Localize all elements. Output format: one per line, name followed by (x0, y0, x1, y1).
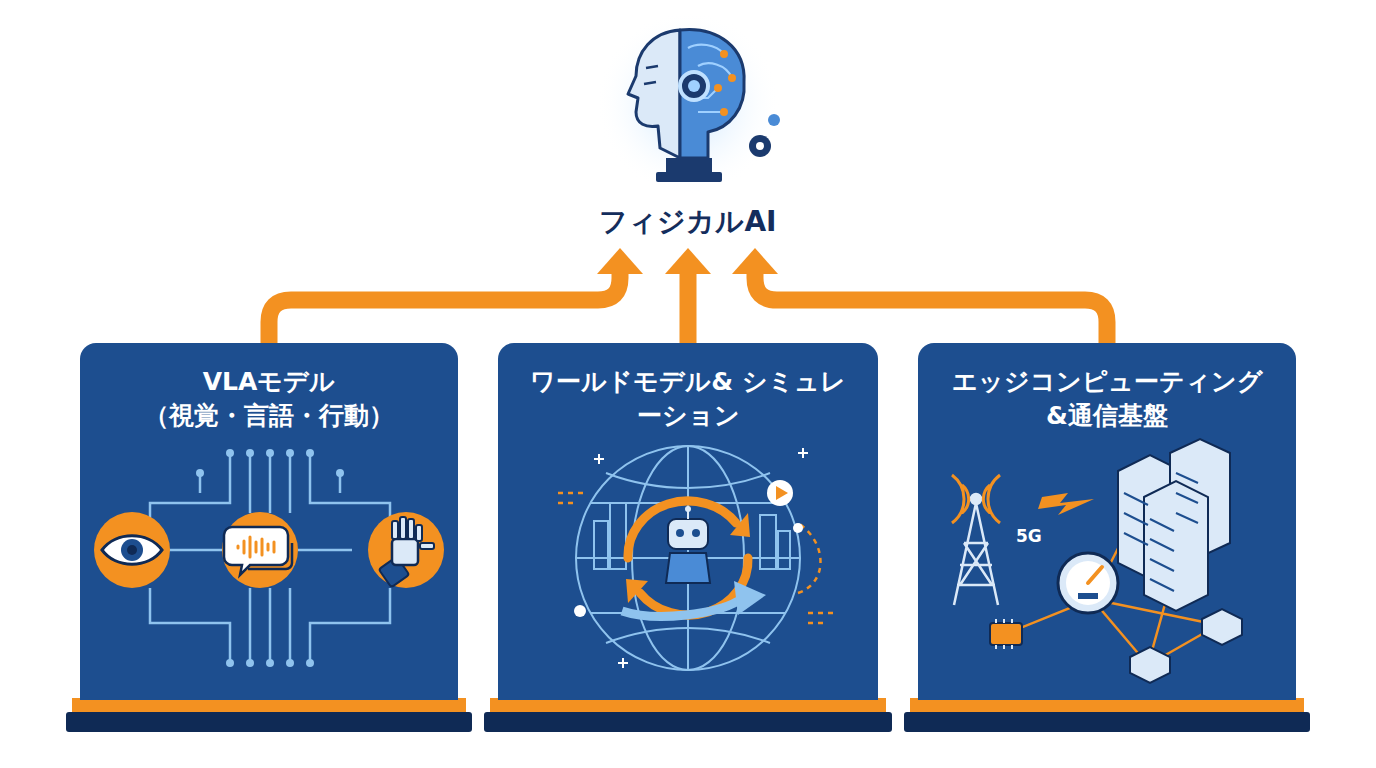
speedometer (1058, 553, 1118, 613)
robot-hand-icon (368, 512, 444, 588)
goal-node: フィジカルAI (548, 8, 828, 248)
pillar-panel: エッジコンピューティング &通信基盤 5G (918, 343, 1296, 700)
eye-icon (94, 512, 170, 588)
vla-illustration (80, 343, 458, 700)
flow-arrow (732, 248, 1107, 343)
chip (990, 619, 1022, 649)
speech-icon (222, 512, 298, 588)
servers (1118, 439, 1230, 611)
network-label: 5G (1016, 526, 1042, 546)
edge-network-illustration (918, 343, 1296, 700)
play-icon (767, 480, 793, 506)
robot-icon (666, 506, 710, 583)
ai-head-icon (548, 8, 828, 198)
panel-base (66, 698, 1310, 732)
pillar-panel: ワールドモデル& シミュレーション (498, 343, 878, 700)
globe (576, 446, 800, 670)
cycle-arrows (628, 501, 748, 615)
flow-arrow (269, 248, 643, 343)
world-model-illustration (498, 343, 878, 700)
panel-subtitle: （視覚・言語・行動） (134, 399, 404, 433)
goal-title: フィジカルAI (599, 204, 776, 240)
pillar-panel: VLAモデル（視覚・言語・行動） (80, 343, 458, 700)
panel-title: VLAモデル (193, 365, 346, 399)
flow-arrow (665, 248, 711, 343)
panel-title: エッジコンピューティング &通信基盤 (938, 365, 1276, 433)
panel-title: ワールドモデル& シミュレーション (518, 365, 858, 433)
edge-devices (1130, 609, 1242, 683)
